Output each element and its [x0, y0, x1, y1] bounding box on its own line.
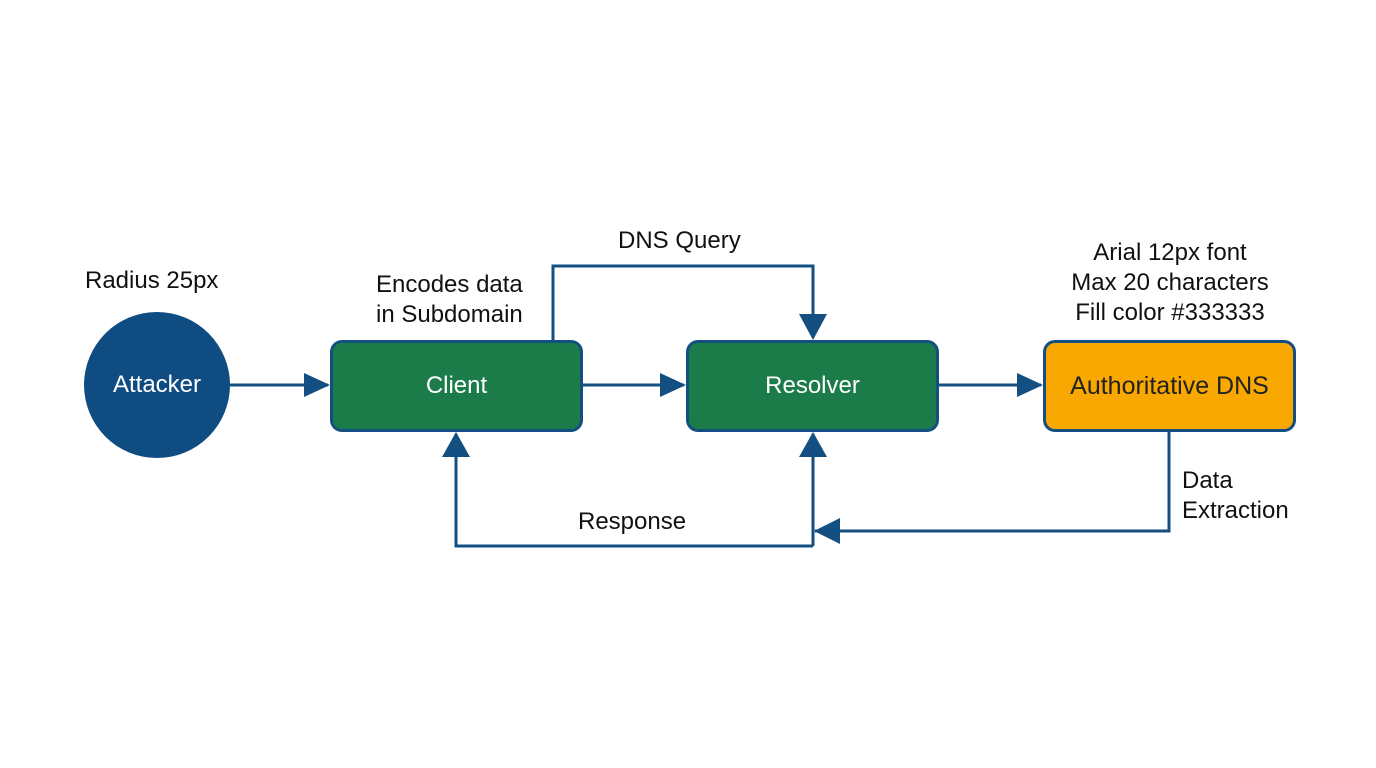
style-notes-annotation: Arial 12px font Max 20 characters Fill c…	[1060, 238, 1280, 328]
dns-query-label: DNS Query	[618, 227, 741, 254]
arrow-response-to-client	[454, 434, 813, 548]
attacker-node: Attacker	[84, 312, 230, 458]
arrowhead-authoritative-in	[1017, 373, 1043, 397]
response-label: Response	[578, 508, 687, 535]
client-node: Client	[330, 340, 583, 432]
resolver-node: Resolver	[686, 340, 939, 432]
arrowhead-dns-query	[799, 314, 827, 340]
authoritative-dns-label: Authoritative DNS	[1070, 371, 1269, 400]
arrowhead-response-resolver	[799, 432, 827, 457]
resolver-label: Resolver	[765, 372, 860, 399]
arrowhead-response-client	[442, 432, 470, 457]
extraction-line-1: Data	[1182, 467, 1233, 494]
notes-line-3: Fill color #333333	[1075, 299, 1265, 326]
notes-line-2: Max 20 characters	[1071, 269, 1269, 296]
attacker-label: Attacker	[112, 371, 202, 398]
arrowhead-resolver-in	[660, 373, 686, 397]
encodes-line-1: Encodes data	[376, 271, 523, 298]
encodes-annotation: Encodes data in Subdomain	[376, 270, 523, 330]
arrowhead-extraction	[814, 518, 840, 544]
arrow-dns-query	[551, 264, 815, 340]
client-label: Client	[425, 372, 488, 399]
authoritative-dns-node: Authoritative DNS	[1043, 340, 1296, 432]
arrow-data-extraction	[815, 432, 1171, 533]
encodes-line-2: in Subdomain	[376, 301, 523, 328]
notes-line-1: Arial 12px font	[1093, 239, 1247, 266]
extraction-line-2: Extraction	[1182, 497, 1289, 524]
arrowhead-client-in	[304, 373, 330, 397]
data-extraction-label: Data Extraction	[1182, 466, 1289, 526]
radius-annotation: Radius 25px	[85, 267, 219, 294]
